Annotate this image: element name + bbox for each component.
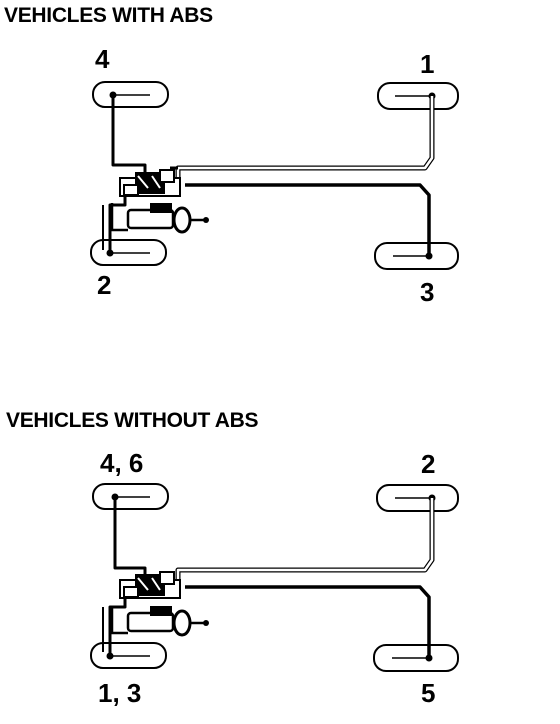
brake-line-diagram-with-abs [90,81,459,270]
wheel-rear-right [373,644,459,672]
section-title-without-abs: VEHICLES WITHOUT ABS [6,409,259,432]
brake-line-diagram-without-abs [90,483,459,672]
wheel-front-left [92,483,169,510]
abs-modulator [119,169,181,197]
wheel-label-rear-right: 5 [421,678,436,708]
wheel-label-front-right: 2 [421,449,436,479]
combination-valve [119,571,181,599]
section-title-with-abs: VEHICLES WITH ABS [4,4,213,27]
wheel-rear-right [374,242,459,270]
master-cylinder [110,203,209,234]
wheel-front-right [376,484,459,512]
wheel-label-rear-left: 1, 3 [98,678,142,708]
wheel-label-rear-left: 2 [97,270,112,300]
wheel-label-rear-right: 3 [420,277,435,307]
wheel-front-right [377,82,459,110]
wheel-label-front-right: 1 [420,49,435,79]
master-cylinder [110,606,209,637]
wheel-label-front-left: 4, 6 [100,448,144,478]
wheel-label-front-left: 4 [95,44,110,74]
wheel-front-left [92,81,169,108]
